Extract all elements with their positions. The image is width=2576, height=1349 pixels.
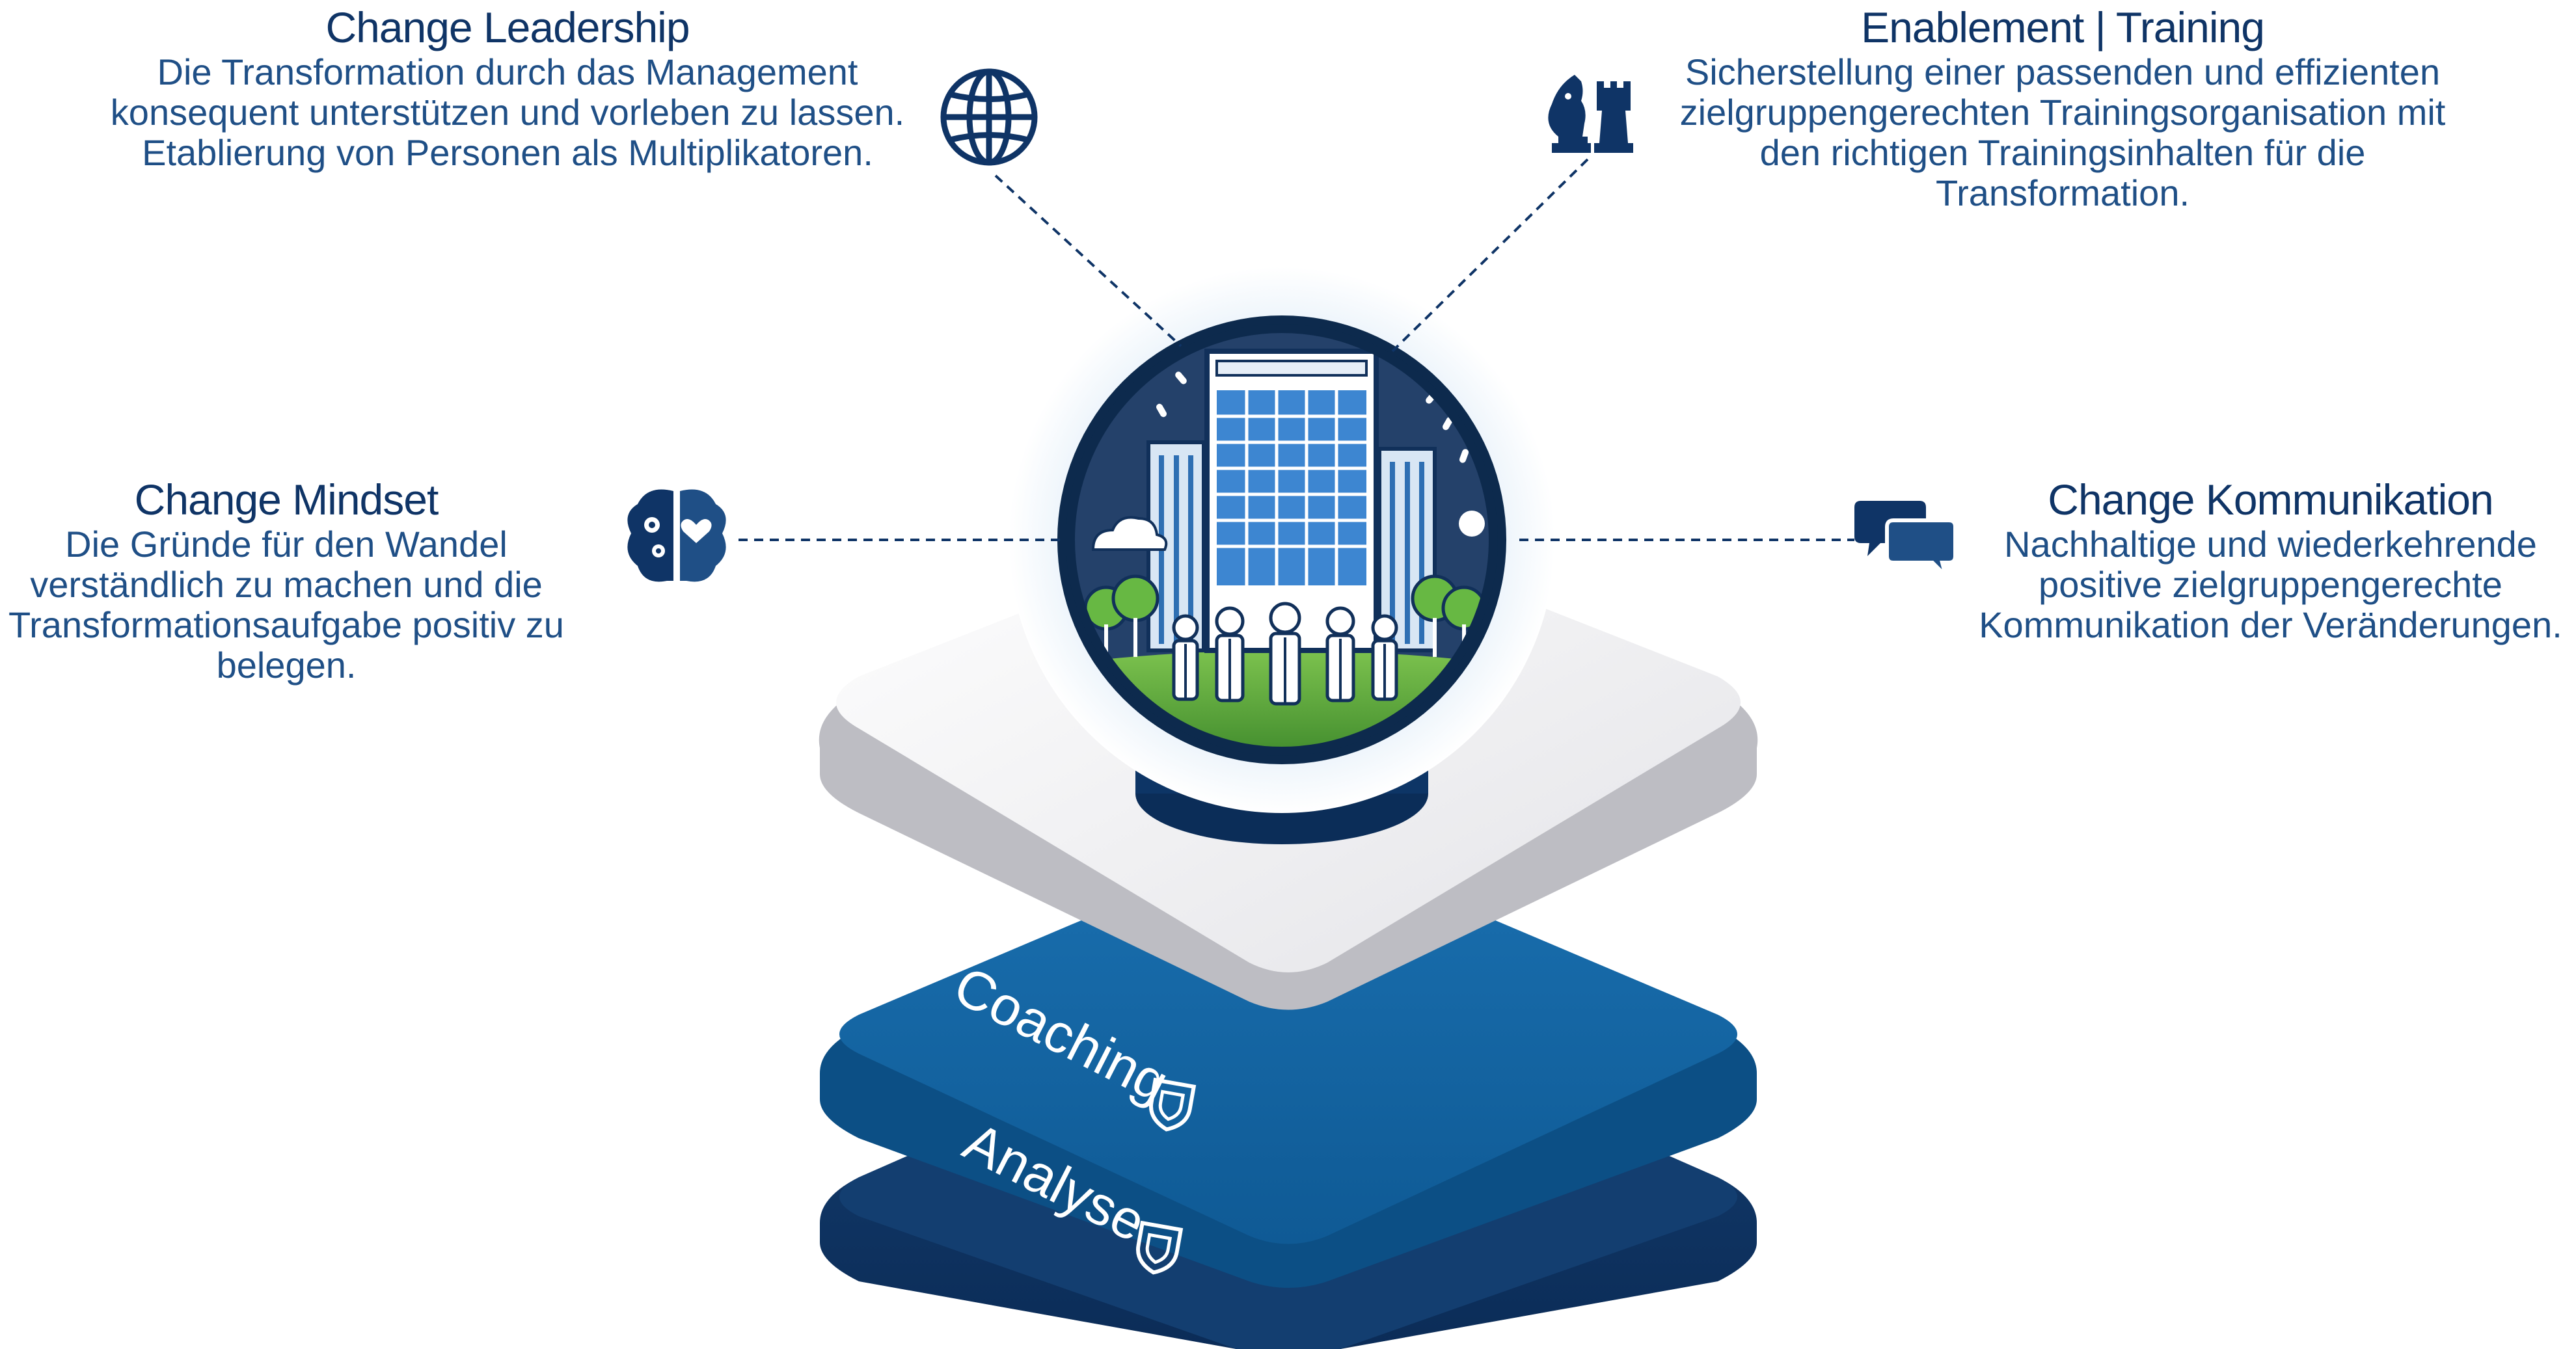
block-body: Die Gründe für den Wandel verständlich z…	[8, 524, 564, 686]
block-title: Change Leadership	[325, 3, 690, 51]
block-title: Change Mindset	[134, 475, 439, 524]
globe-icon	[940, 68, 1038, 166]
chat-bubbles-icon	[1854, 501, 1957, 582]
block-body: Die Transformation durch das Management …	[110, 51, 905, 173]
chess-pieces-icon	[1548, 75, 1633, 153]
block-change-mindset: Change Mindset Die Gründe für den Wandel…	[0, 475, 573, 686]
block-body: Nachhaltige und wiederkehrende positive …	[1979, 524, 2562, 645]
shield-logo-icon	[1136, 1220, 1184, 1275]
layer-coaching	[820, 833, 1757, 1288]
globe-city-illustration	[1057, 315, 1506, 764]
connector-lines	[739, 158, 1854, 541]
block-change-leadership: Change Leadership Die Transformation dur…	[104, 3, 911, 173]
brain-icon	[627, 489, 726, 582]
block-body: Sicherstellung einer passenden und effiz…	[1679, 51, 2446, 213]
block-title: Change Kommunikation	[2048, 475, 2493, 524]
shield-logo-icon	[1149, 1077, 1197, 1132]
block-title: Enablement | Training	[1861, 3, 2265, 51]
block-change-kommunikation: Change Kommunikation Nachhaltige und wie…	[1965, 475, 2576, 645]
block-enablement-training: Enablement | Training Sicherstellung ein…	[1659, 3, 2466, 213]
